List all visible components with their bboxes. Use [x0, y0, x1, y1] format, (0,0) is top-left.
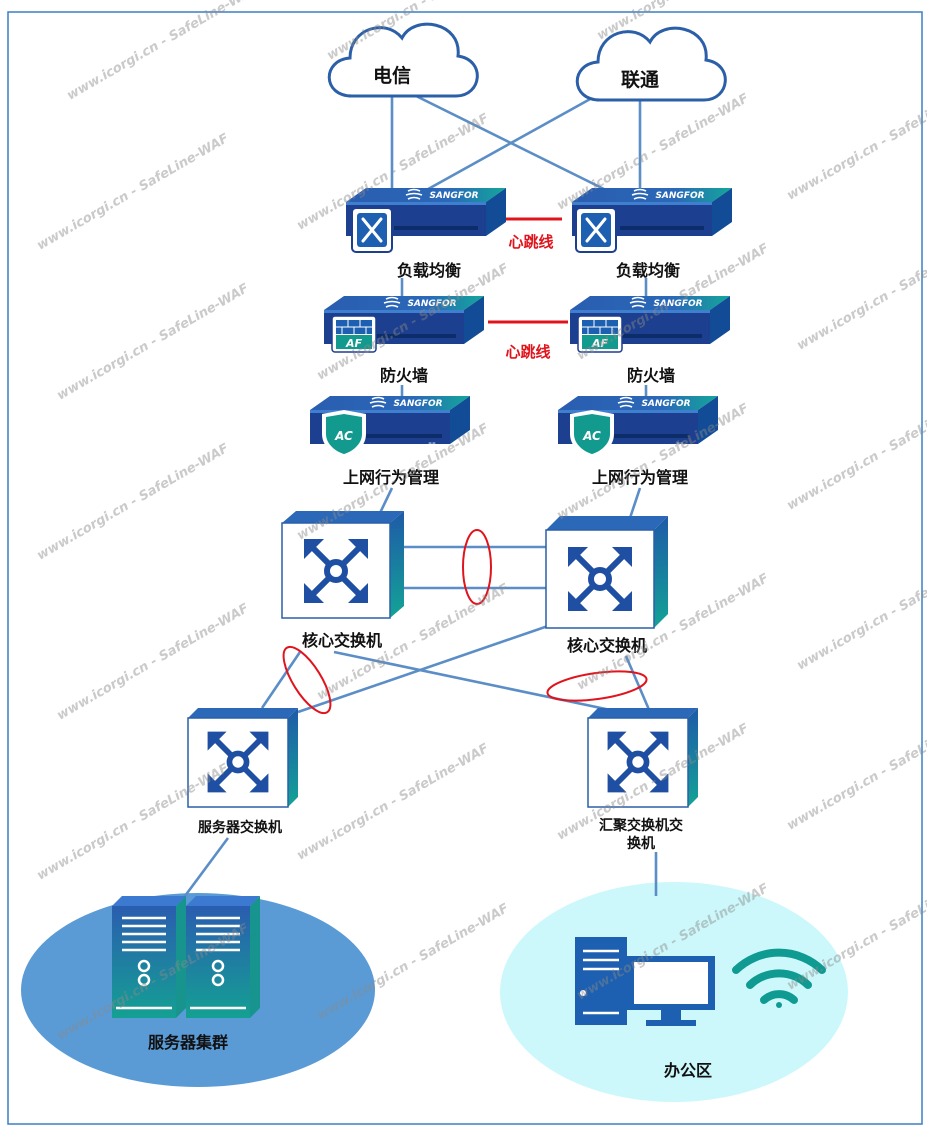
watermark-text: www.icorgi.cn - SafeLine-WAF [295, 741, 492, 863]
core-right-label: 核心交换机 [567, 636, 647, 655]
link-server-switch-cluster [180, 837, 230, 901]
fw-right-ports: -- [690, 339, 698, 352]
ac-badge-text: AC [582, 429, 601, 443]
server-switch-label: 服务器交换机 [198, 819, 282, 836]
core-left-label: 核心交换机 [302, 631, 382, 650]
lb-left-ports: -- [466, 231, 474, 244]
watermark-text: www.icorgi.cn - SafeLine-WAF [55, 601, 252, 723]
agg-switch-label-line1: 汇聚交换机交 [599, 817, 683, 834]
fw-right-label: 防火墙 [627, 366, 675, 385]
core-switch-left [281, 511, 404, 619]
heartbeat-label-fw: 心跳线 [505, 343, 550, 361]
fw-left-ports: -- [444, 339, 452, 352]
ac-device-left: AC -- [309, 395, 471, 458]
watermark-text: www.icorgi.cn - SafeLine-WAF [55, 281, 252, 403]
heartbeat-label-lb: 心跳线 [508, 233, 553, 251]
watermark-text: www.icorgi.cn - SafeLine-WAF [785, 81, 927, 203]
core-switch-right [545, 516, 668, 629]
link-ac-core-right [628, 487, 642, 519]
office-label: 办公区 [664, 1061, 712, 1080]
desktop-pc-icon [575, 937, 715, 1026]
aggregation-switch [587, 708, 698, 808]
watermark-text: www.icorgi.cn - SafeLine-WAF [795, 231, 927, 353]
watermark-text: www.icorgi.cn - SafeLine-WAF [795, 551, 927, 673]
watermark-text: www.icorgi.cn - SafeLine-WAF [785, 391, 927, 513]
ac-left-label: 上网行为管理 [343, 468, 439, 487]
watermark-text: www.icorgi.cn - SafeLine-WAF [35, 131, 232, 253]
link-aggregation-marks [282, 529, 648, 715]
ac-right-label: 上网行为管理 [592, 468, 688, 487]
load-balance-icon [361, 217, 383, 243]
link-core-left-agg [333, 650, 621, 714]
agg-switch-label-line2: 换机 [627, 835, 655, 852]
server-switch [187, 708, 298, 808]
telecom-cloud: 电信 [327, 22, 479, 98]
link-core-right-agg [624, 655, 652, 713]
diagram-frame [7, 11, 923, 1125]
load-balance-icon [585, 217, 607, 243]
link-core-left-server-switch [260, 651, 302, 709]
ac-badge-text: AC [334, 429, 353, 443]
lb-left-label: 负载均衡 [397, 261, 461, 280]
firewall-right: AF -- [569, 295, 731, 353]
watermark-text: www.icorgi.cn - SafeLine-WAF [35, 441, 232, 563]
link-telecom-lb-right [407, 90, 619, 198]
watermark-layer: www.icorgi.cn - SafeLine-WAF www.icorgi.c… [35, 0, 927, 1043]
lb-right-label: 负载均衡 [616, 261, 680, 280]
link-core-right-server-switch [297, 624, 549, 714]
unicom-label: 联通 [621, 69, 660, 91]
lb-right-ports: -- [692, 231, 700, 244]
fw-left-label: 防火墙 [380, 366, 428, 385]
ac-right-ports: -- [676, 436, 684, 449]
link-ac-core-left [378, 487, 394, 514]
lag-ellipse-server-switch [282, 645, 332, 715]
af-badge-text: AF [345, 337, 363, 350]
lag-ellipse-core [462, 529, 492, 605]
ac-left-ports: -- [428, 436, 436, 449]
link-unicom-lb-left [411, 86, 611, 200]
watermark-text: www.icorgi.cn - SafeLine-WAF [785, 711, 927, 833]
unicom-cloud: 联通 [575, 26, 727, 102]
lag-ellipse-agg [546, 670, 648, 702]
load-balancer-left: -- [345, 187, 507, 253]
firewall-left: AF -- [323, 295, 485, 353]
telecom-label: 电信 [373, 64, 411, 87]
server-cluster-label: 服务器集群 [148, 1033, 228, 1052]
af-badge-text: AF [591, 337, 609, 350]
watermark-text: www.icorgi.cn - SafeLine-WAF [65, 0, 262, 103]
ac-device-right: AC -- [557, 395, 719, 458]
load-balancer-right: -- [571, 187, 733, 253]
wifi-icon [732, 948, 826, 1008]
